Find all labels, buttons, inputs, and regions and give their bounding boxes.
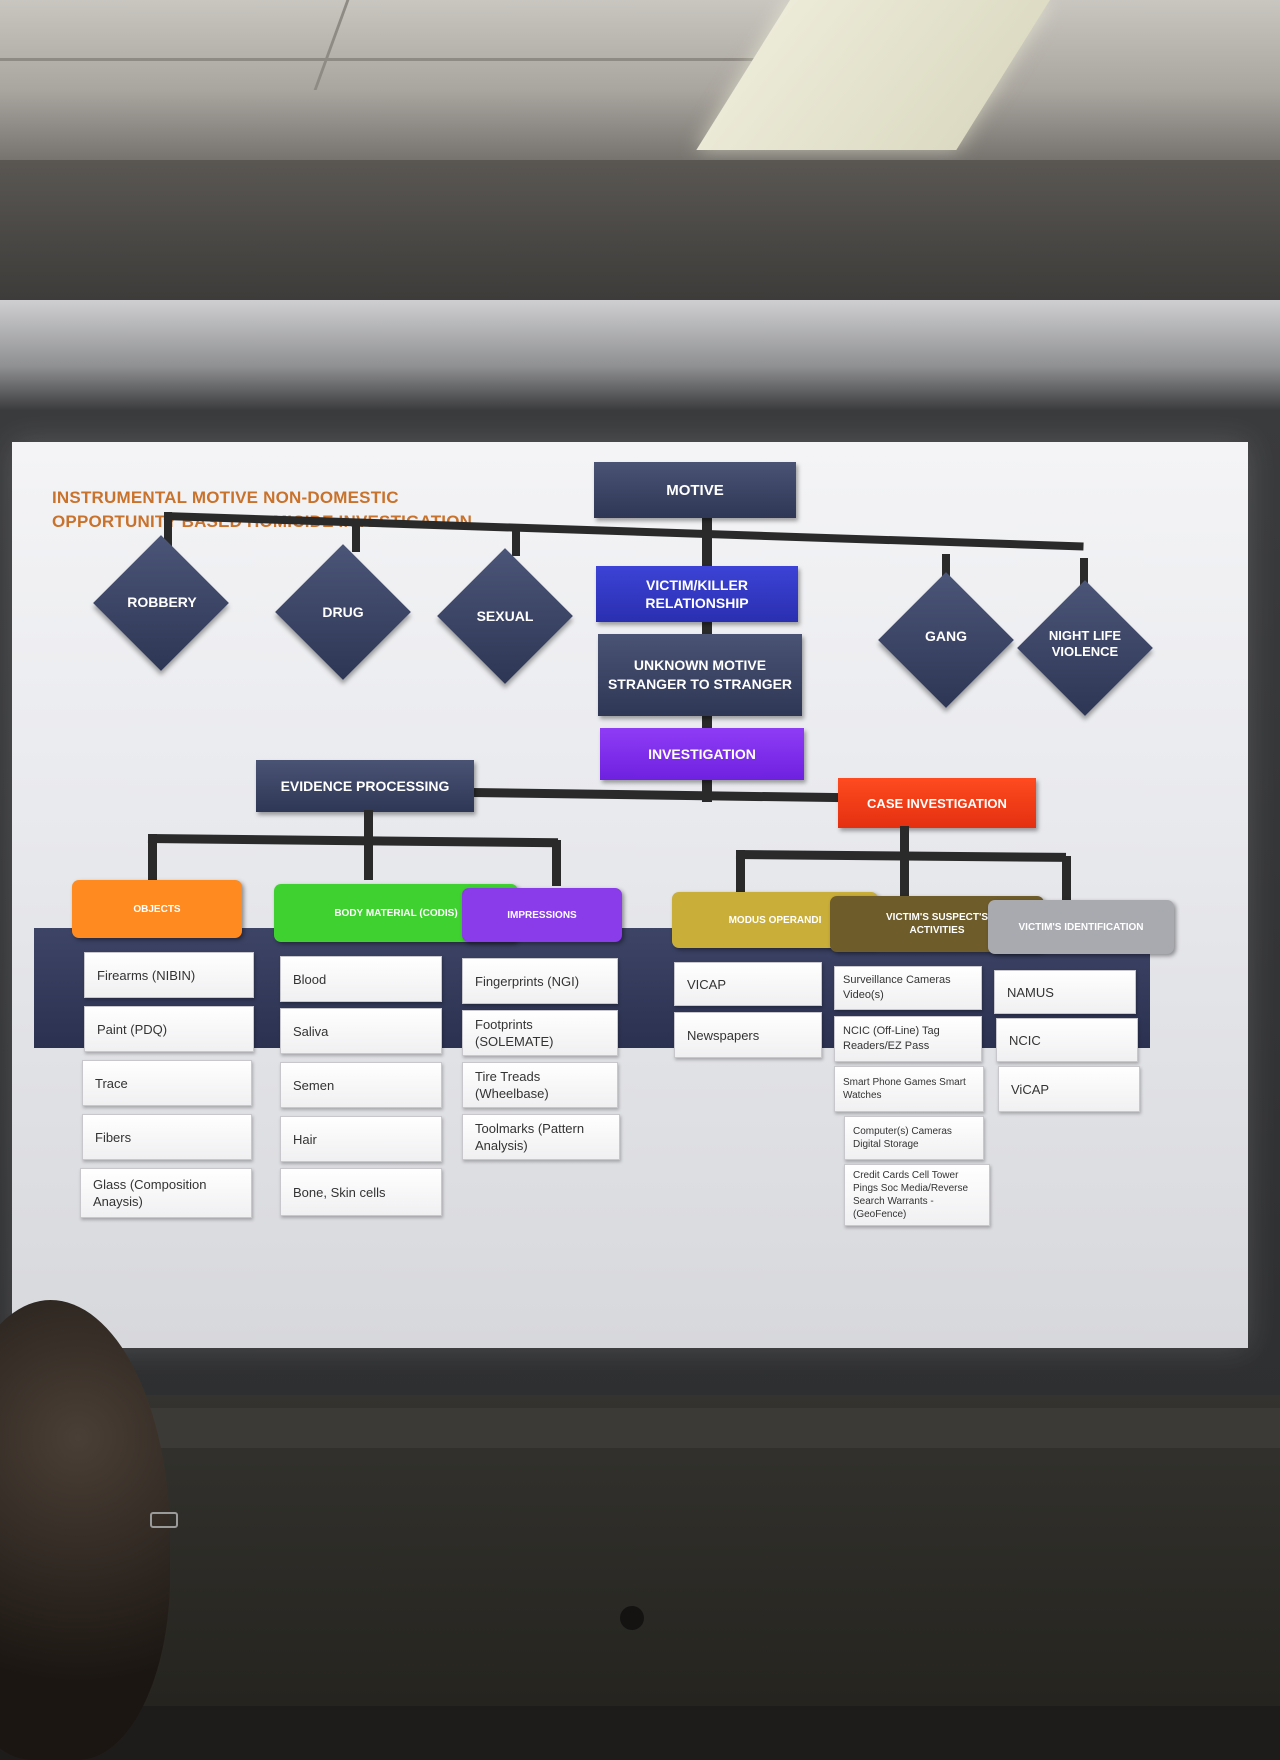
connector-line xyxy=(552,840,561,886)
category-impressions: IMPRESSIONS xyxy=(462,888,622,942)
evidence-card: Tire Treads (Wheelbase) xyxy=(462,1062,618,1108)
category-impressions-label: IMPRESSIONS xyxy=(507,909,577,921)
wall xyxy=(0,160,1280,310)
unknown-motive-box: UNKNOWN MOTIVE STRANGER TO STRANGER xyxy=(598,634,802,716)
evidence-card: Newspapers xyxy=(674,1012,822,1058)
evidence-card: Glass (Composition Anaysis) xyxy=(80,1168,252,1218)
connector-line xyxy=(1062,856,1071,900)
evidence-card: NCIC xyxy=(996,1018,1138,1062)
evidence-card: Footprints (SOLEMATE) xyxy=(462,1010,618,1056)
evidence-card: Trace xyxy=(82,1060,252,1106)
case-investigation-box: CASE INVESTIGATION xyxy=(838,778,1036,828)
gang-label: GANG xyxy=(925,628,967,644)
projected-slide: INSTRUMENTAL MOTIVE NON-DOMESTIC OPPORTU… xyxy=(12,442,1248,1348)
connector-line xyxy=(1080,558,1088,594)
evidence-card: Fingerprints (NGI) xyxy=(462,958,618,1004)
category-body-material-label: BODY MATERIAL (CODIS) xyxy=(334,907,458,919)
connector-line xyxy=(942,554,950,588)
connector-line xyxy=(352,522,360,552)
robbery-label: ROBBERY xyxy=(127,594,197,610)
motive-label: MOTIVE xyxy=(666,481,724,499)
connector-line xyxy=(512,528,520,556)
eyeglasses xyxy=(150,1512,178,1528)
unknown-motive-line2: STRANGER TO STRANGER xyxy=(607,676,793,692)
evidence-card: VICAP xyxy=(674,962,822,1006)
evidence-processing-box: EVIDENCE PROCESSING xyxy=(256,760,474,812)
evidence-card: Fibers xyxy=(82,1114,252,1160)
investigation-box: INVESTIGATION xyxy=(600,728,804,780)
category-modus-operandi-label: MODUS OPERANDI xyxy=(728,914,822,926)
evidence-card: Firearms (NIBIN) xyxy=(84,952,254,998)
case-investigation-label: CASE INVESTIGATION xyxy=(867,795,1007,811)
connector-line xyxy=(164,512,172,548)
connector-line xyxy=(736,850,745,896)
category-objects: OBJECTS xyxy=(72,880,242,938)
evidence-card: Saliva xyxy=(280,1008,442,1054)
investigation-label: INVESTIGATION xyxy=(648,746,756,762)
victim-killer-label: VICTIM/KILLER RELATIONSHIP xyxy=(645,577,749,611)
category-victim-identification: VICTIM'S IDENTIFICATION xyxy=(988,900,1174,954)
sexual-label: SEXUAL xyxy=(476,608,534,624)
ceiling-grid xyxy=(0,58,760,61)
evidence-card: Bone, Skin cells xyxy=(280,1168,442,1216)
connector-line xyxy=(900,826,909,896)
night-life-label: NIGHT LIFE VIOLENCE xyxy=(1048,628,1122,659)
evidence-card: Blood xyxy=(280,956,442,1002)
category-activities-label: VICTIM'S SUSPECT'S ACTIVITIES xyxy=(886,912,988,936)
connector-line xyxy=(147,834,559,848)
evidence-card: NCIC (Off-Line) Tag Readers/EZ Pass xyxy=(834,1016,982,1062)
connector-line xyxy=(735,850,1067,862)
evidence-card: Semen xyxy=(280,1062,442,1108)
evidence-card: Surveillance Cameras Video(s) xyxy=(834,966,982,1010)
connector-line xyxy=(471,788,853,803)
victim-killer-box: VICTIM/KILLER RELATIONSHIP xyxy=(596,566,798,622)
category-objects-label: OBJECTS xyxy=(133,903,181,915)
evidence-card: Computer(s) Cameras Digital Storage xyxy=(844,1116,984,1160)
evidence-card: Hair xyxy=(280,1116,442,1162)
evidence-card: Paint (PDQ) xyxy=(84,1006,254,1052)
evidence-card: ViCAP xyxy=(998,1066,1140,1112)
evidence-card: Smart Phone Games Smart Watches xyxy=(834,1066,984,1112)
category-victim-identification-label: VICTIM'S IDENTIFICATION xyxy=(1018,921,1144,933)
lower-trim xyxy=(120,1408,1280,1448)
drug-label: DRUG xyxy=(322,604,364,620)
slide-title-line1: INSTRUMENTAL MOTIVE NON-DOMESTIC xyxy=(52,488,399,507)
unknown-motive-line1: UNKNOWN MOTIVE xyxy=(633,657,767,673)
evidence-card: Toolmarks (Pattern Analysis) xyxy=(462,1114,620,1160)
evidence-card: Credit Cards Cell Tower Pings Soc Media/… xyxy=(844,1164,990,1226)
evidence-card: NAMUS xyxy=(994,970,1136,1014)
wall-knob xyxy=(620,1606,644,1630)
motive-box: MOTIVE xyxy=(594,462,796,518)
evidence-processing-label: EVIDENCE PROCESSING xyxy=(280,778,450,794)
connector-line xyxy=(148,834,157,882)
